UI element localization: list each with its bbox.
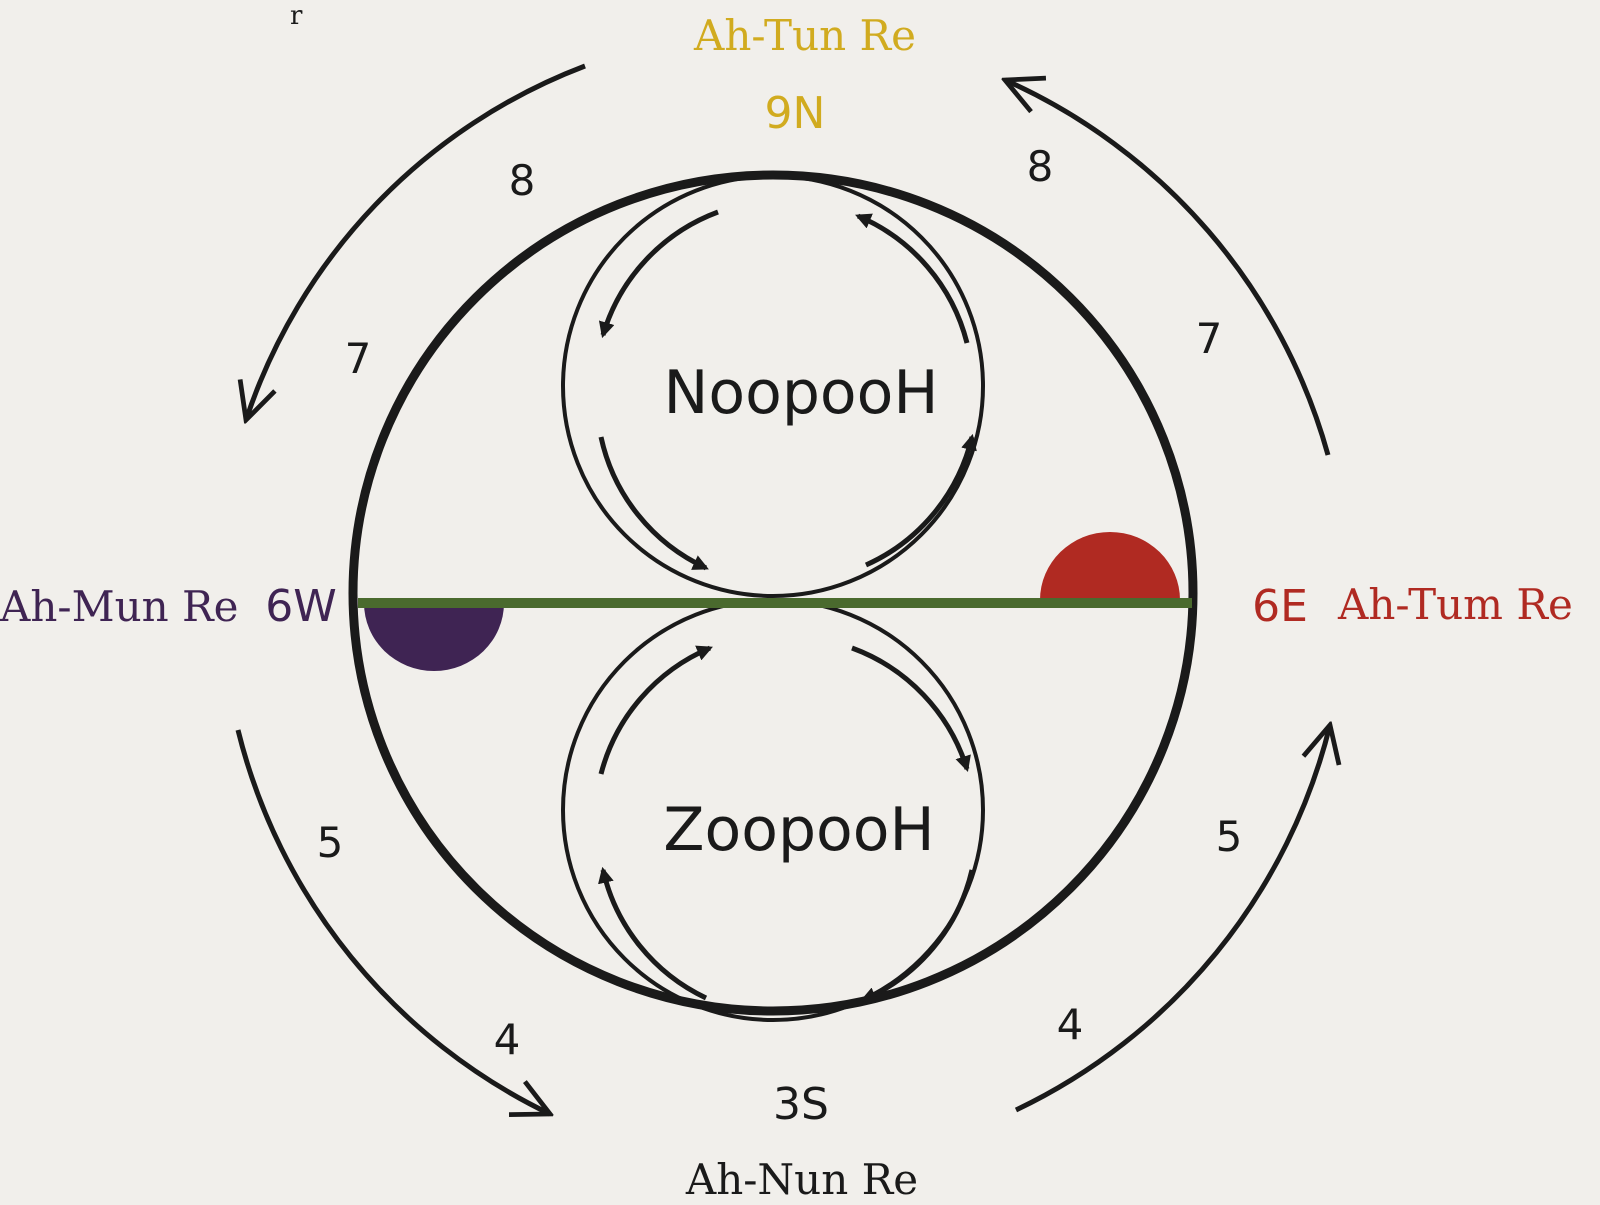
- east-name: Ah-Tum Re: [1337, 580, 1573, 629]
- upper-arrow-bottom-right: [864, 433, 977, 568]
- upper-circle-arrows: [598, 209, 977, 571]
- upper-circle: [561, 174, 985, 598]
- south-name: Ah-Nun Re: [685, 1155, 918, 1204]
- outer-arrows: [235, 63, 1331, 1114]
- lower-circle-label: ZoopooH: [663, 795, 934, 865]
- outer-arrow-south-east: [1014, 725, 1330, 1113]
- stray-mark: r: [290, 1, 303, 31]
- lower-arrow-bottom-right: [860, 869, 975, 1003]
- lower-circle-arrows: [598, 645, 975, 1003]
- outer-arrow-north-east: [1005, 80, 1331, 456]
- number-top-left: 8: [509, 156, 536, 205]
- south-code: 3S: [773, 1079, 829, 1130]
- upper-circle-label: NoopooH: [664, 358, 939, 428]
- lower-arrow-top-left: [598, 645, 713, 775]
- north-code: 9N: [765, 88, 826, 139]
- west-code: 6W: [265, 581, 337, 632]
- east-code: 6E: [1252, 581, 1308, 632]
- number-upper-left: 7: [345, 334, 372, 383]
- number-lower-right: 5: [1216, 812, 1243, 861]
- number-bottom-left: 4: [494, 1015, 521, 1064]
- number-lower-left: 5: [317, 818, 344, 867]
- north-name: Ah-Tun Re: [693, 11, 916, 60]
- upper-arrow-top-right: [855, 213, 970, 344]
- west-half-disc: [364, 603, 504, 671]
- west-name: Ah-Mun Re: [0, 582, 239, 631]
- east-half-disc: [1040, 532, 1180, 600]
- outer-arrow-north-west: [246, 63, 586, 420]
- outer-arrow-south-west: [235, 729, 550, 1114]
- number-top-right: 8: [1027, 142, 1054, 191]
- number-bottom-right: 4: [1057, 1000, 1084, 1049]
- lower-arrow-bottom-left: [598, 866, 708, 1001]
- number-upper-right: 7: [1196, 314, 1223, 363]
- upper-arrow-top-left: [598, 209, 719, 339]
- lower-arrow-top-right: [851, 645, 971, 773]
- upper-arrow-bottom-left: [598, 436, 709, 571]
